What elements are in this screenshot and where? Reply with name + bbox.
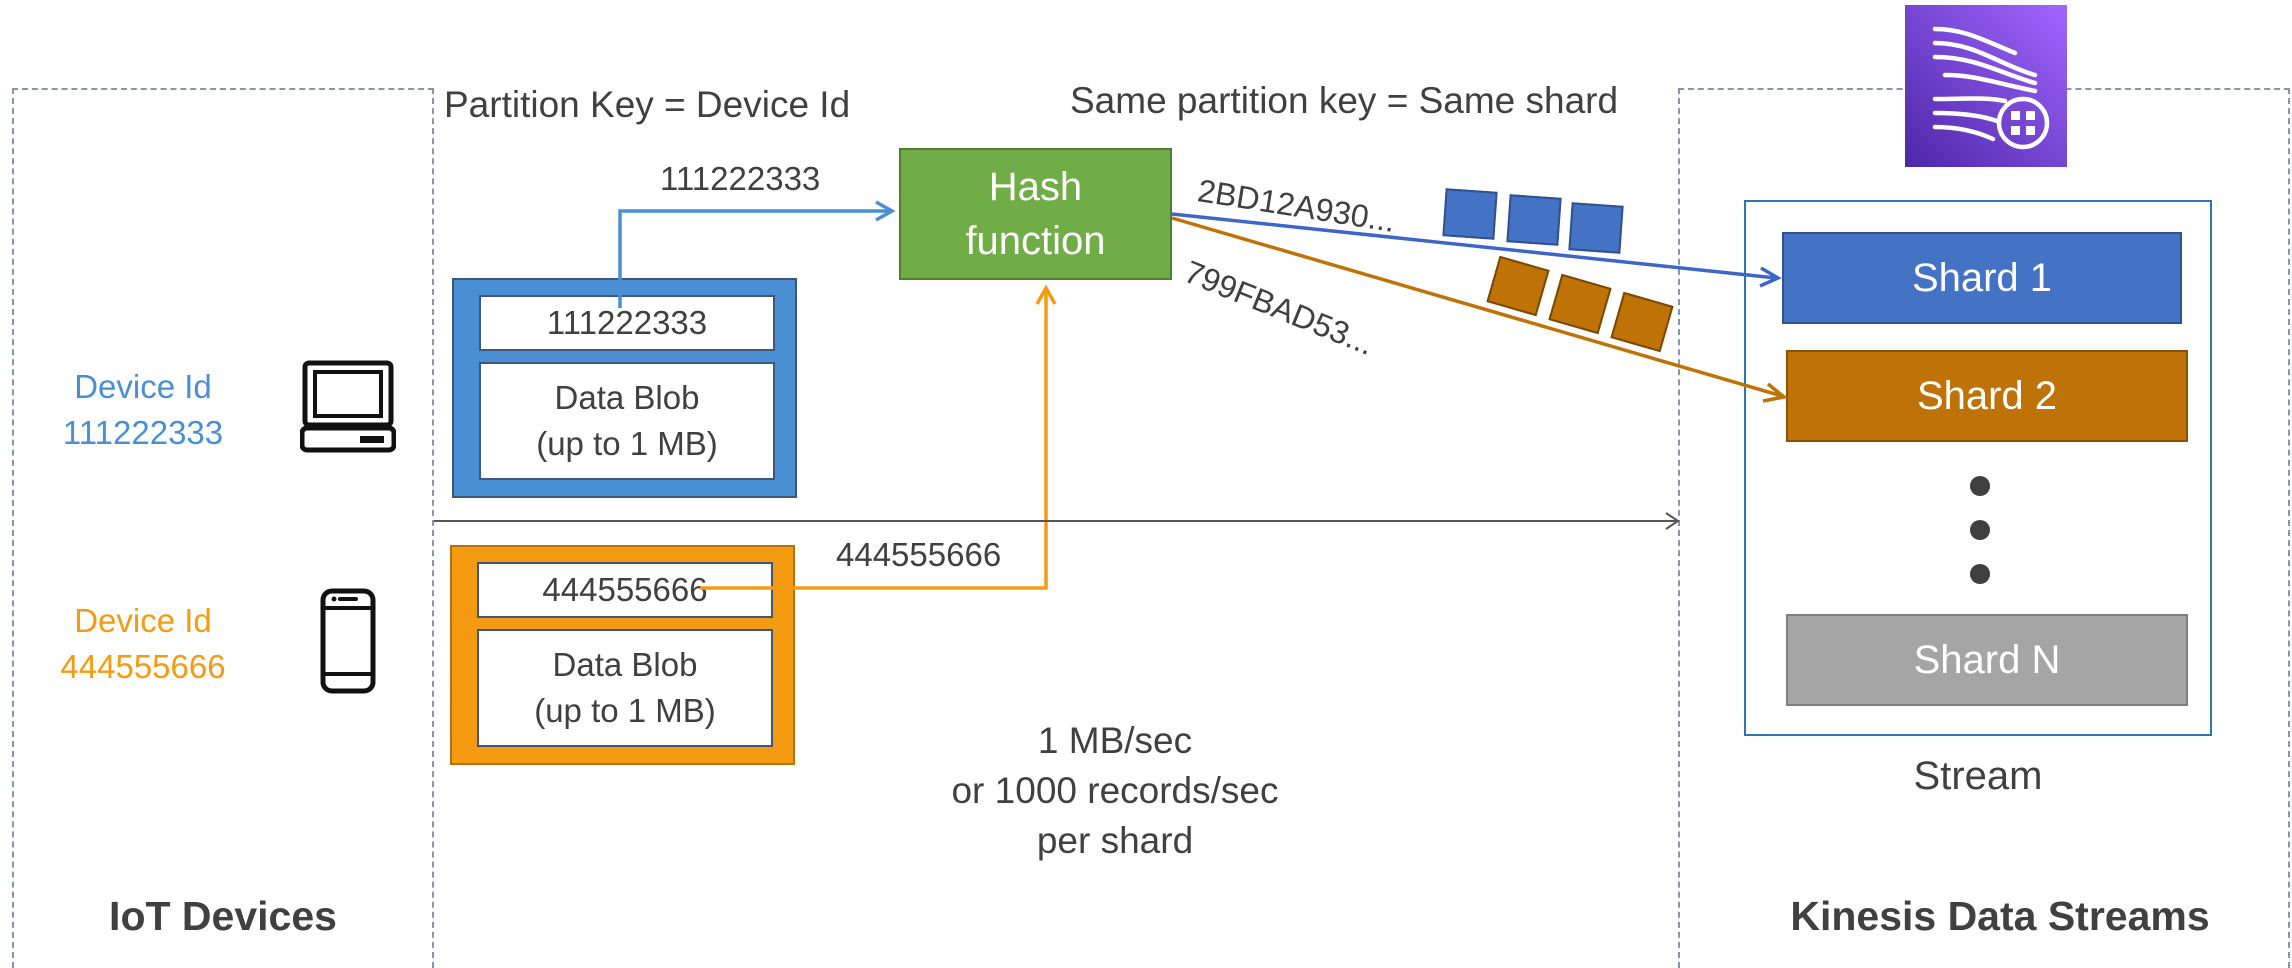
arrow-key-1 (618, 209, 890, 308)
arrow-key-2-head (1035, 284, 1057, 305)
arrow-shard-1-head (1759, 266, 1782, 288)
hash-function-line2: function (965, 219, 1106, 263)
arrow-shard-2-head (1762, 382, 1789, 403)
device-1-id: 111222333 (62, 414, 224, 451)
hash-function-line1: Hash (988, 165, 1083, 209)
same-key-rule: Same partition key = Same shard (1070, 80, 1619, 121)
record-1: 111222333 Data Blob (up to 1 MB) (452, 278, 797, 498)
flow-arrow-head (1665, 512, 1680, 530)
kinesis-data-streams-icon (1905, 5, 2067, 167)
throughput-line1: 1 MB/sec (1037, 720, 1193, 761)
shard-n: Shard N (1786, 614, 2188, 706)
record-2-data-blob: Data Blob (up to 1 MB) (477, 629, 773, 747)
ellipsis-dot (1970, 520, 1990, 540)
device-2-label: Device Id 444555666 (40, 598, 246, 690)
record-2: 444555666 Data Blob (up to 1 MB) (450, 545, 795, 765)
ellipsis-dot (1970, 476, 1990, 496)
arrow-key-2-label: 444555666 (836, 536, 1002, 573)
arrow-key-2 (700, 290, 1048, 590)
device-1-caption: Device Id (74, 368, 212, 405)
arrow-key-1-label: 111222333 (660, 160, 821, 197)
shard-2: Shard 2 (1786, 350, 2188, 442)
device-1-label: Device Id 111222333 (40, 364, 246, 456)
record-2-partition-key: 444555666 (477, 562, 773, 618)
stream-label: Stream (1913, 754, 2043, 798)
ellipsis-dot (1970, 564, 1990, 584)
iot-devices-zone (12, 88, 434, 968)
device-2-id: 444555666 (60, 648, 226, 685)
record-1-data-blob: Data Blob (up to 1 MB) (479, 362, 775, 480)
record-1-blob-line1: Data Blob (554, 379, 700, 416)
throughput-note: 1 MB/sec or 1000 records/sec per shard (900, 716, 1330, 866)
laptop-icon (300, 360, 396, 453)
partition-key-rule: Partition Key = Device Id (444, 84, 851, 125)
device-2-caption: Device Id (74, 602, 212, 639)
record-1-blob-line2: (up to 1 MB) (536, 425, 718, 462)
smartphone-icon (320, 588, 376, 694)
shard-1: Shard 1 (1782, 232, 2182, 324)
record-2-blob-line2: (up to 1 MB) (534, 692, 716, 729)
record-1-partition-key: 111222333 (479, 295, 775, 351)
arrow-key-1-head (875, 200, 896, 222)
kinesis-title: Kinesis Data Streams (1790, 893, 2210, 939)
throughput-line2: or 1000 records/sec (951, 770, 1279, 811)
arrow-shard-2 (1171, 216, 1783, 398)
arrow-shard-1 (1171, 212, 1777, 280)
throughput-line3: per shard (1036, 820, 1194, 861)
record-2-blob-line1: Data Blob (552, 646, 698, 683)
hash-function: Hash function (899, 148, 1172, 280)
iot-devices-title: IoT Devices (109, 893, 337, 939)
